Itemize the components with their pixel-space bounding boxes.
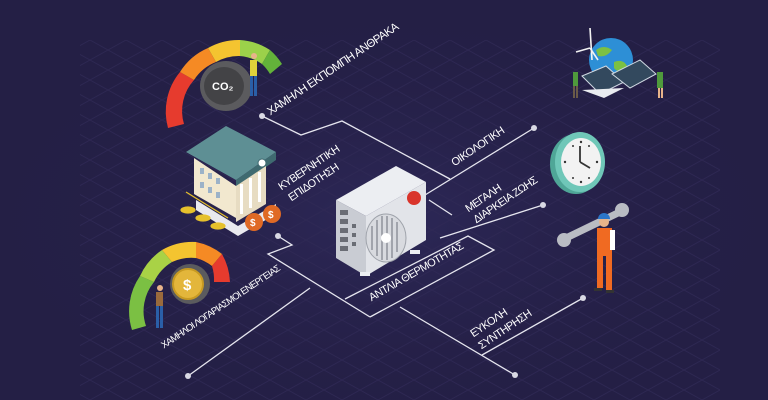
dollar-coin: $ (183, 277, 192, 294)
svg-text:$: $ (268, 210, 274, 221)
co2-text: CO₂ (212, 81, 234, 93)
svg-text:$: $ (250, 218, 256, 229)
endpoint-dot (259, 113, 265, 119)
